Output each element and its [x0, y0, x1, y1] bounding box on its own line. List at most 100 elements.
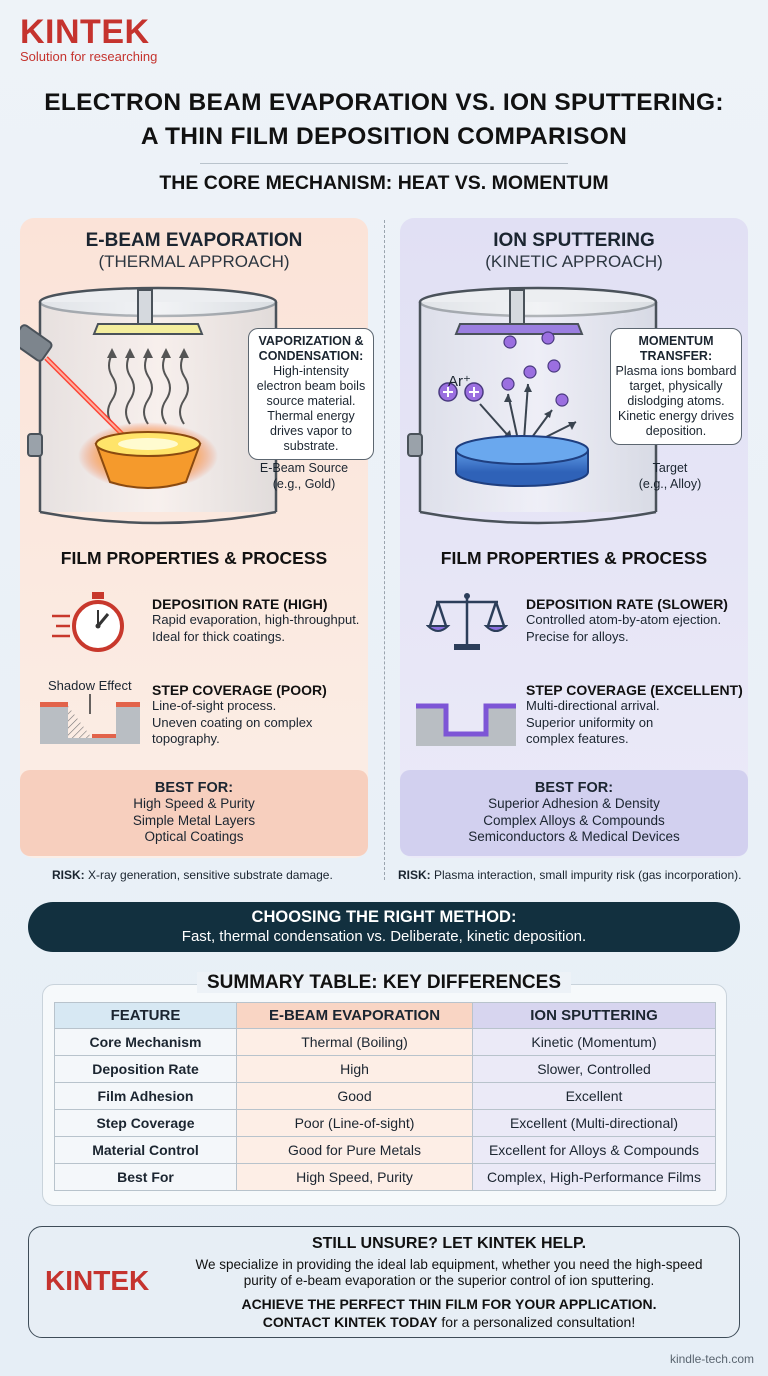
column-divider — [384, 220, 385, 880]
table-row: Deposition Rate High Slower, Controlled — [54, 1055, 716, 1083]
ebeam-step-text-1: Line-of-sight process. — [152, 698, 277, 713]
table-cell: Excellent — [472, 1082, 716, 1110]
table-header-sputtering: ION SPUTTERING — [472, 1002, 716, 1029]
cta-strong-1: ACHIEVE THE PERFECT THIN FILM FOR YOUR A… — [241, 1296, 657, 1312]
ebeam-callout-body: High-intensity electron beam boils sourc… — [256, 364, 366, 453]
conformal-coverage-icon — [416, 703, 516, 746]
sputtering-props-title: FILM PROPERTIES & PROCESS — [440, 548, 708, 568]
table-row: Film Adhesion Good Excellent — [54, 1082, 716, 1110]
table-cell: Kinetic (Momentum) — [472, 1028, 716, 1056]
target-label-2: (e.g., Alloy) — [638, 477, 702, 491]
banner-text: Fast, thermal condensation vs. Deliberat… — [181, 928, 587, 945]
ebeam-risk: RISK: X-ray generation, sensitive substr… — [52, 868, 333, 882]
ebeam-source-label: E-Beam Source (e.g., Gold) — [248, 460, 360, 492]
ebeam-best-3: Optical Coatings — [144, 829, 244, 844]
ebeam-callout-title-1: VAPORIZATION & — [258, 334, 364, 348]
ebeam-risk-text: X-ray generation, sensitive substrate da… — [88, 868, 333, 882]
table-cell: Excellent for Alloys & Compounds — [472, 1136, 716, 1164]
ebeam-panel: E-BEAM EVAPORATION (THERMAL APPROACH) — [20, 218, 374, 858]
sputtering-callout-body: Plasma ions bombard target, physically d… — [615, 364, 737, 438]
target-label-1: Target — [652, 461, 688, 475]
shadow-effect-icon — [40, 694, 140, 744]
page-title-line-1: ELECTRON BEAM EVAPORATION VS. ION SPUTTE… — [44, 89, 724, 116]
balance-scale-icon — [426, 593, 508, 650]
ebeam-subtitle: (THERMAL APPROACH) — [98, 252, 290, 271]
page-title: ELECTRON BEAM EVAPORATION VS. ION SPUTTE… — [0, 86, 768, 154]
banner-title: CHOOSING THE RIGHT METHOD: — [251, 908, 517, 926]
cta-contact-link[interactable]: CONTACT KINTEK TODAY — [262, 1314, 438, 1330]
table-cell: Deposition Rate — [54, 1055, 237, 1083]
table-cell: Good — [236, 1082, 473, 1110]
ebeam-best-2: Simple Metal Layers — [132, 812, 256, 828]
site-url[interactable]: kindle-tech.com — [669, 1352, 754, 1366]
ebeam-rate-text-1: Rapid evaporation, high-throughput. — [152, 612, 360, 627]
sputtering-subtitle: (KINETIC APPROACH) — [485, 252, 663, 271]
table-cell: Material Control — [54, 1136, 237, 1164]
ebeam-step-title: STEP COVERAGE (POOR) — [152, 682, 327, 698]
summary-title: SUMMARY TABLE: KEY DIFFERENCES — [0, 972, 768, 994]
ebeam-rate-title: DEPOSITION RATE (HIGH) — [152, 596, 328, 612]
ebeam-callout-title-2: CONDENSATION: — [258, 349, 364, 363]
comparison-table: FEATURE E-BEAM EVAPORATION ION SPUTTERIN… — [54, 1002, 716, 1191]
sputtering-rate-block: DEPOSITION RATE (SLOWER) Controlled atom… — [526, 596, 728, 645]
table-cell: Step Coverage — [54, 1109, 237, 1137]
sputtering-step-text-2: Superior uniformity on — [526, 714, 654, 730]
sputtering-risk-label: RISK: — [398, 868, 431, 882]
logo-tagline: Solution for researching — [20, 49, 158, 64]
table-cell: Thermal (Boiling) — [236, 1028, 473, 1056]
table-cell: Slower, Controlled — [472, 1055, 716, 1083]
logo-text: KINTEK — [20, 13, 150, 51]
ebeam-rate-text-2: Ideal for thick coatings. — [152, 628, 285, 644]
ebeam-chamber-diagram — [20, 286, 278, 525]
table-row: Step Coverage Poor (Line-of-sight) Excel… — [54, 1109, 716, 1137]
table-header-ebeam: E-BEAM EVAPORATION — [236, 1002, 473, 1029]
table-header-row: FEATURE E-BEAM EVAPORATION ION SPUTTERIN… — [54, 1002, 716, 1029]
ebeam-step-text-2: Uneven coating on complex — [152, 714, 313, 730]
ebeam-step-block: STEP COVERAGE (POOR) Line-of-sight proce… — [152, 682, 327, 748]
table-cell: High — [236, 1055, 473, 1083]
contact-cta-box[interactable]: KINTEK STILL UNSURE? LET KINTEK HELP. We… — [28, 1226, 740, 1338]
ebeam-callout: VAPORIZATION & CONDENSATION: High-intens… — [248, 328, 374, 460]
ebeam-rate-block: DEPOSITION RATE (HIGH) Rapid evaporation… — [152, 596, 359, 645]
table-cell: Good for Pure Metals — [236, 1136, 473, 1164]
sputtering-risk: RISK: Plasma interaction, small impurity… — [398, 868, 741, 882]
sputtering-best-for: BEST FOR: Superior Adhesion & Density Co… — [400, 770, 748, 856]
ebeam-risk-label: RISK: — [52, 868, 85, 882]
kintek-logo[interactable]: KINTEK Solution for researching — [20, 14, 157, 64]
sputtering-panel: ION SPUTTERING (KINETIC APPROACH) — [400, 218, 748, 858]
cta-logo[interactable]: KINTEK — [45, 1265, 150, 1296]
ebeam-title: E-BEAM EVAPORATION — [85, 230, 303, 251]
sputtering-risk-text: Plasma interaction, small impurity risk … — [434, 868, 742, 882]
sputtering-best-3: Semiconductors & Medical Devices — [468, 829, 680, 844]
section-subtitle: THE CORE MECHANISM: HEAT VS. MOMENTUM — [159, 172, 609, 194]
table-cell: Excellent (Multi-directional) — [472, 1109, 716, 1137]
ebeam-source-label-1: E-Beam Source — [259, 461, 349, 475]
ebeam-step-text-3: topography. — [152, 731, 220, 746]
shadow-effect-label: Shadow Effect — [48, 678, 132, 693]
table-cell: Complex, High-Performance Films — [472, 1163, 716, 1191]
sputtering-title: ION SPUTTERING — [493, 230, 655, 251]
cta-strong: ACHIEVE THE PERFECT THIN FILM FOR YOUR A… — [179, 1295, 719, 1331]
ion-label: Ar⁺ — [448, 373, 471, 390]
sputtering-rate-text-2: Precise for alloys. — [526, 628, 629, 644]
sputtering-best-1: Superior Adhesion & Density — [488, 796, 660, 811]
ebeam-best-for: BEST FOR: High Speed & Purity Simple Met… — [20, 770, 368, 856]
cta-title: STILL UNSURE? LET KINTEK HELP. — [311, 1235, 587, 1252]
sputtering-callout-title-2: TRANSFER: — [639, 349, 713, 363]
sputtering-step-title: STEP COVERAGE (EXCELLENT) — [526, 682, 743, 698]
ebeam-props-title: FILM PROPERTIES & PROCESS — [60, 548, 328, 568]
table-cell: Film Adhesion — [54, 1082, 237, 1110]
cta-tail: for a personalized consultation! — [437, 1314, 636, 1330]
table-cell: Best For — [54, 1163, 237, 1191]
ebeam-best-title: BEST FOR: — [154, 780, 234, 796]
table-row: Material Control Good for Pure Metals Ex… — [54, 1136, 716, 1164]
table-cell: Core Mechanism — [54, 1028, 237, 1056]
ebeam-best-1: High Speed & Purity — [133, 796, 255, 811]
summary-title-text: SUMMARY TABLE: KEY DIFFERENCES — [197, 972, 571, 993]
stopwatch-icon — [52, 592, 124, 652]
sputtering-rate-title: DEPOSITION RATE (SLOWER) — [526, 596, 728, 612]
sputtering-callout: MOMENTUM TRANSFER: Plasma ions bombard t… — [610, 328, 742, 445]
sputtering-best-2: Complex Alloys & Compounds — [483, 812, 665, 828]
sputtering-step-block: STEP COVERAGE (EXCELLENT) Multi-directio… — [526, 682, 743, 748]
sputtering-rate-text-1: Controlled atom-by-atom ejection. — [526, 612, 722, 627]
